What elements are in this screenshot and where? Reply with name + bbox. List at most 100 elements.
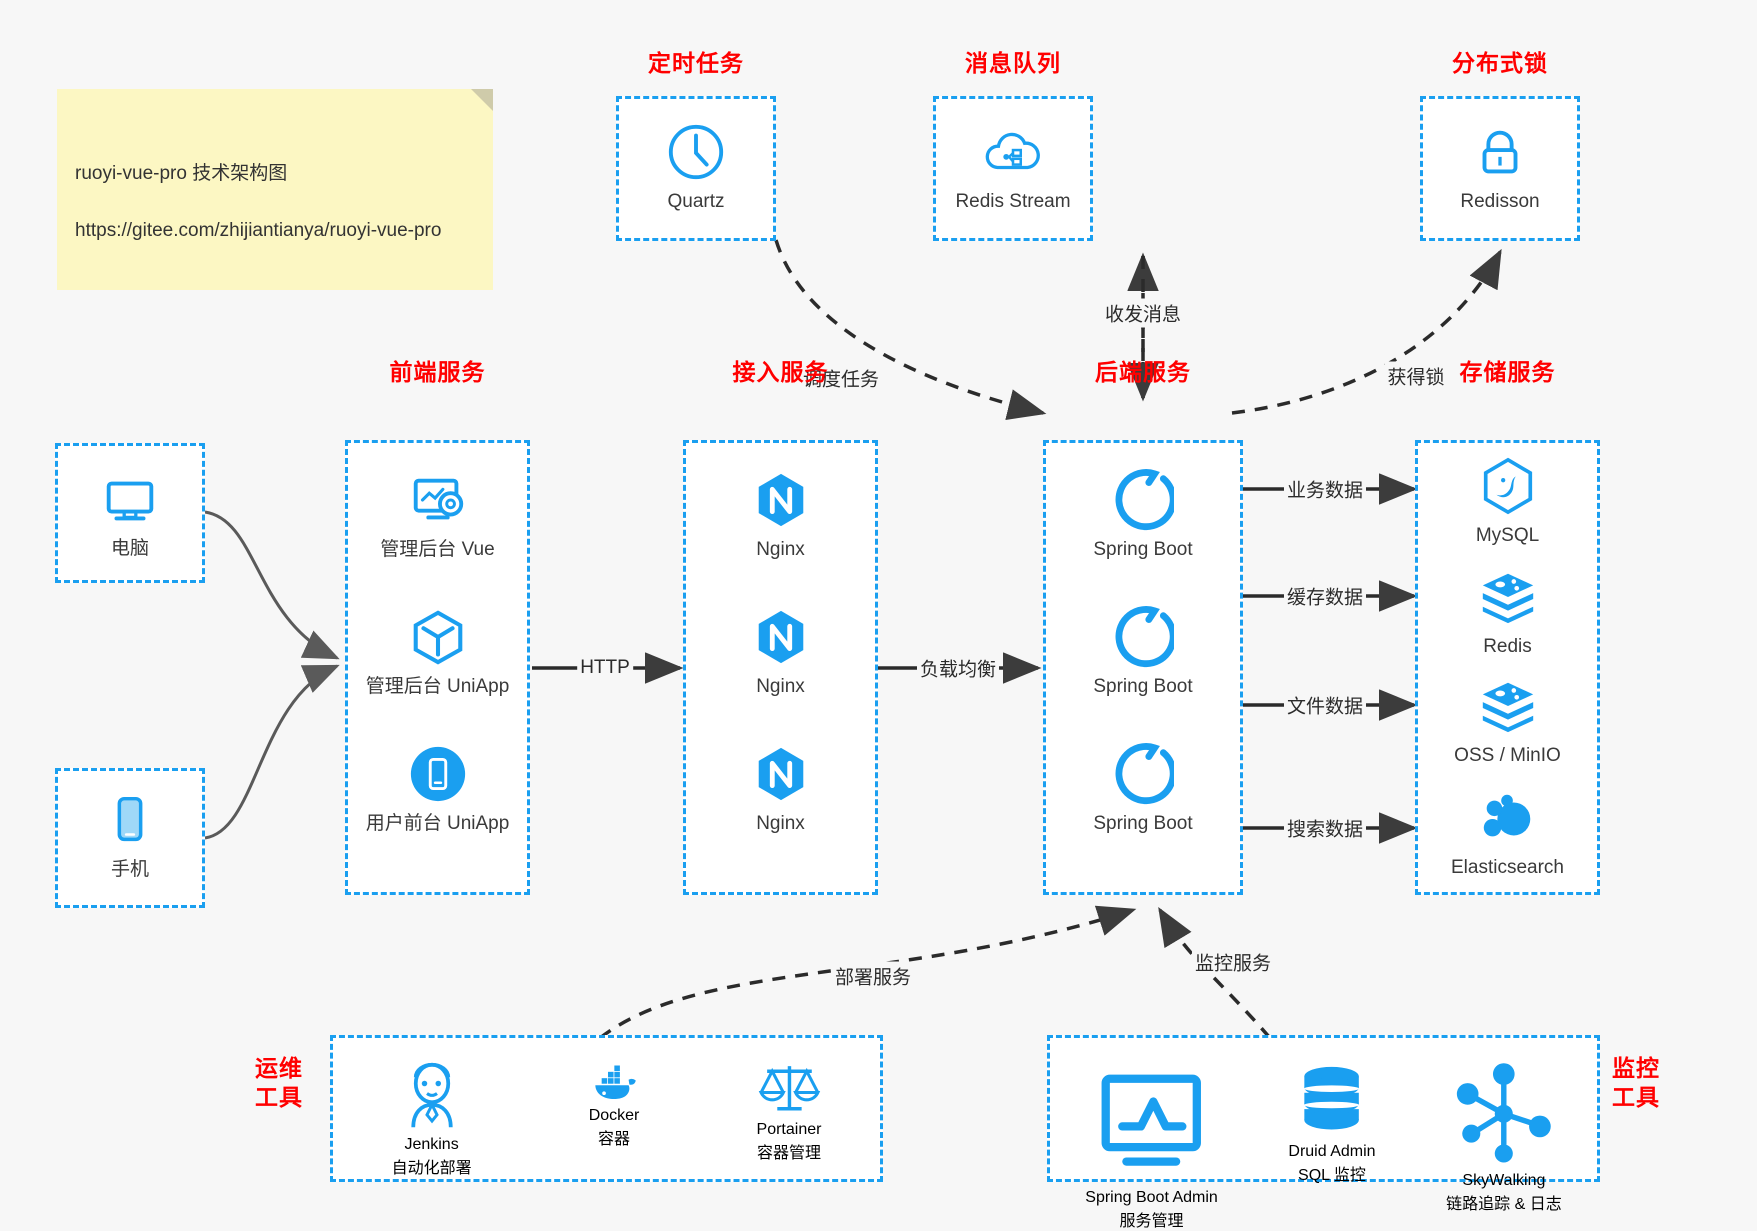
node-label: Redisson bbox=[1460, 191, 1540, 212]
node-nginx-3[interactable]: Nginx bbox=[686, 743, 875, 837]
monitor-chart-icon bbox=[1101, 1074, 1202, 1166]
app-phone-icon bbox=[410, 746, 465, 802]
group-frontend[interactable]: 管理后台 Vue 管理后台 UniApp 用户前台 UniApp bbox=[345, 440, 530, 895]
node-label: 管理后台 Vue bbox=[380, 539, 495, 560]
group-title-backend: 后端服务 bbox=[1095, 359, 1191, 385]
node-admin-uniapp[interactable]: 管理后台 UniApp bbox=[348, 606, 527, 700]
node-label: Spring Boot bbox=[1093, 539, 1193, 560]
node-druid-admin[interactable]: Druid Admin SQL 监控 bbox=[1288, 1056, 1376, 1185]
edge-label-file-data: 文件数据 bbox=[1283, 690, 1367, 720]
database-icon bbox=[1304, 1066, 1360, 1130]
node-docker[interactable]: Docker 容器 bbox=[588, 1056, 640, 1149]
node-label: SkyWalking bbox=[1462, 1171, 1546, 1189]
edge-label-deploy-service: 部署服务 bbox=[831, 961, 915, 991]
node-spring-boot-2[interactable]: Spring Boot bbox=[1046, 606, 1240, 700]
edge-label-monitor-service: 监控服务 bbox=[1191, 947, 1275, 977]
spring-icon bbox=[1115, 743, 1174, 805]
monitor-title-line-2: 工具 bbox=[1612, 1083, 1660, 1110]
node-sublabel: 容器 bbox=[598, 1130, 631, 1148]
edge-label-load-balance: 负载均衡 bbox=[916, 653, 1000, 683]
wire-mobile-to-frontend bbox=[204, 664, 340, 840]
node-desktop[interactable]: 电脑 bbox=[58, 468, 202, 562]
nginx-icon bbox=[758, 747, 803, 801]
group-monitor-tools[interactable]: Spring Boot Admin 服务管理 Druid Admin SQL 监… bbox=[1047, 1035, 1600, 1230]
group-title-gateway: 接入服务 bbox=[732, 359, 829, 385]
node-elasticsearch[interactable]: Elasticsearch bbox=[1418, 787, 1597, 881]
node-sublabel: 容器管理 bbox=[756, 1144, 821, 1162]
redis-icon bbox=[1482, 573, 1533, 624]
node-quartz[interactable]: Quartz bbox=[619, 121, 773, 215]
desktop-icon bbox=[106, 481, 154, 521]
docker-icon bbox=[595, 1065, 636, 1100]
node-label: Redis bbox=[1483, 636, 1532, 657]
node-nginx-2[interactable]: Nginx bbox=[686, 606, 875, 700]
group-backend[interactable]: Spring Boot Spring Boot Spring Boot bbox=[1043, 440, 1243, 895]
node-label: 手机 bbox=[110, 859, 149, 880]
monitor-tools-row: Spring Boot Admin 服务管理 Druid Admin SQL 监… bbox=[1050, 1056, 1597, 1231]
ops-title-line-2: 工具 bbox=[255, 1083, 303, 1110]
wire-desktop-to-frontend bbox=[204, 510, 340, 660]
node-oss-minio[interactable]: OSS / MinIO bbox=[1418, 675, 1597, 769]
group-title-scheduler: 定时任务 bbox=[648, 50, 744, 76]
node-redis[interactable]: Redis bbox=[1418, 566, 1597, 660]
note-line-2: https://gitee.com/zhijiantianya/ruoyi-vu… bbox=[75, 220, 442, 241]
elasticsearch-icon bbox=[1483, 794, 1530, 837]
spring-icon bbox=[1115, 606, 1174, 668]
node-admin-vue[interactable]: 管理后台 Vue bbox=[348, 469, 527, 563]
edge-label-biz-data: 业务数据 bbox=[1283, 474, 1367, 504]
spring-icon bbox=[1115, 469, 1174, 531]
group-distributed-lock[interactable]: Redisson bbox=[1420, 96, 1580, 241]
wire-acquire-lock bbox=[1231, 248, 1502, 415]
node-nginx-1[interactable]: Nginx bbox=[686, 469, 875, 563]
node-skywalking[interactable]: SkyWalking 链路追踪 & 日志 bbox=[1446, 1056, 1562, 1214]
clock-icon bbox=[668, 124, 724, 180]
group-title-ops-tools: 运维 工具 bbox=[255, 1054, 325, 1112]
node-mysql[interactable]: MySQL bbox=[1418, 455, 1597, 549]
edge-label-search-data: 搜索数据 bbox=[1283, 813, 1367, 843]
cloud-stream-icon bbox=[985, 132, 1040, 170]
node-jenkins[interactable]: Jenkins 自动化部署 bbox=[392, 1056, 472, 1178]
note-line-1: ruoyi-vue-pro 技术架构图 bbox=[75, 163, 288, 184]
node-redisson[interactable]: Redisson bbox=[1423, 121, 1577, 215]
note-fold-corner bbox=[471, 89, 493, 111]
group-title-distributed-lock: 分布式锁 bbox=[1452, 50, 1548, 76]
node-redis-stream[interactable]: Redis Stream bbox=[936, 121, 1090, 215]
node-label: OSS / MinIO bbox=[1454, 745, 1561, 766]
node-label: MySQL bbox=[1475, 525, 1540, 546]
edge-label-lock: 获得锁 bbox=[1384, 361, 1448, 391]
node-user-uniapp[interactable]: 用户前台 UniApp bbox=[348, 743, 527, 837]
group-message-queue[interactable]: Redis Stream bbox=[933, 96, 1093, 241]
oss-icon bbox=[1482, 682, 1533, 733]
dashboard-gear-icon bbox=[413, 478, 463, 520]
node-spring-boot-admin[interactable]: Spring Boot Admin 服务管理 bbox=[1085, 1056, 1218, 1231]
node-label: Nginx bbox=[756, 813, 805, 834]
group-title-message-queue: 消息队列 bbox=[965, 50, 1061, 76]
node-label: 管理后台 UniApp bbox=[365, 676, 510, 697]
node-spring-boot-1[interactable]: Spring Boot bbox=[1046, 469, 1240, 563]
group-client-desktop[interactable]: 电脑 bbox=[55, 443, 205, 583]
node-label: Jenkins bbox=[404, 1136, 459, 1154]
group-storage[interactable]: MySQL Redis OSS / MinIO Elasticsearch bbox=[1415, 440, 1600, 895]
jenkins-icon bbox=[410, 1062, 453, 1128]
group-ops-tools[interactable]: Jenkins 自动化部署 Docker 容器 Portainer 容器管理 bbox=[330, 1035, 883, 1182]
edge-label-mq: 收发消息 bbox=[1101, 298, 1185, 328]
node-label: Spring Boot bbox=[1093, 676, 1193, 697]
lock-icon bbox=[1482, 130, 1518, 174]
group-scheduler[interactable]: Quartz bbox=[616, 96, 776, 241]
node-label: Portainer bbox=[756, 1120, 822, 1138]
node-sublabel: SQL 监控 bbox=[1298, 1167, 1366, 1185]
group-title-storage: 存储服务 bbox=[1459, 359, 1556, 385]
cube-icon bbox=[413, 610, 462, 665]
node-sublabel: 链路追踪 & 日志 bbox=[1446, 1195, 1562, 1213]
node-label: Spring Boot bbox=[1093, 813, 1193, 834]
node-mobile[interactable]: 手机 bbox=[58, 789, 202, 883]
node-label: Docker bbox=[588, 1106, 640, 1124]
group-gateway[interactable]: Nginx Nginx Nginx bbox=[683, 440, 878, 895]
monitor-title-line-1: 监控 bbox=[1612, 1055, 1660, 1081]
ops-tools-row: Jenkins 自动化部署 Docker 容器 Portainer 容器管理 bbox=[333, 1056, 880, 1178]
group-client-mobile[interactable]: 手机 bbox=[55, 768, 205, 908]
node-portainer[interactable]: Portainer 容器管理 bbox=[756, 1056, 822, 1163]
node-spring-boot-3[interactable]: Spring Boot bbox=[1046, 743, 1240, 837]
group-title-monitor-tools: 监控 工具 bbox=[1612, 1054, 1692, 1112]
node-sublabel: 服务管理 bbox=[1119, 1212, 1184, 1230]
